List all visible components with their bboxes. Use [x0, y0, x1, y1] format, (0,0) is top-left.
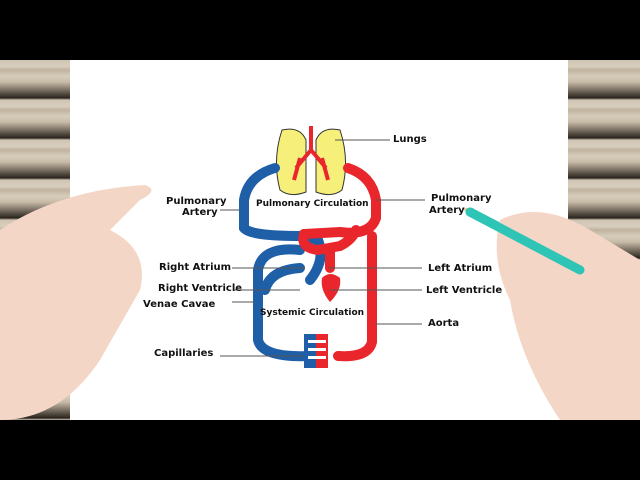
right-hand [496, 212, 640, 420]
label-lungs: Lungs [393, 134, 427, 145]
label-right-atrium: Right Atrium [159, 262, 232, 273]
label-aorta: Aorta [428, 318, 460, 329]
label-right-ventricle: Right Ventricle [158, 283, 243, 294]
oxygenated-vessels [298, 163, 381, 362]
label-pulmonary-artery-right-1: Pulmonary [431, 193, 492, 204]
left-ventricle-shape [321, 274, 341, 302]
deoxygenated-vessels [239, 163, 326, 362]
label-capillaries: Capillaries [154, 348, 214, 359]
label-left-atrium: Left Atrium [428, 263, 493, 274]
lungs-icon [276, 126, 346, 196]
leader-lines [220, 139, 425, 357]
left-hand [0, 185, 152, 420]
title-systemic-circulation: Systemic Circulation [260, 308, 365, 318]
label-left-ventricle: Left Ventricle [426, 285, 503, 296]
label-pulmonary-artery-left-2: Artery [182, 207, 218, 218]
label-pulmonary-artery-right-2: Artery [429, 205, 465, 216]
label-venae-cavae: Venae Cavae [143, 299, 216, 310]
capillaries-icon [304, 334, 328, 368]
title-pulmonary-circulation: Pulmonary Circulation [256, 199, 369, 209]
label-pulmonary-artery-left-1: Pulmonary [166, 196, 227, 207]
